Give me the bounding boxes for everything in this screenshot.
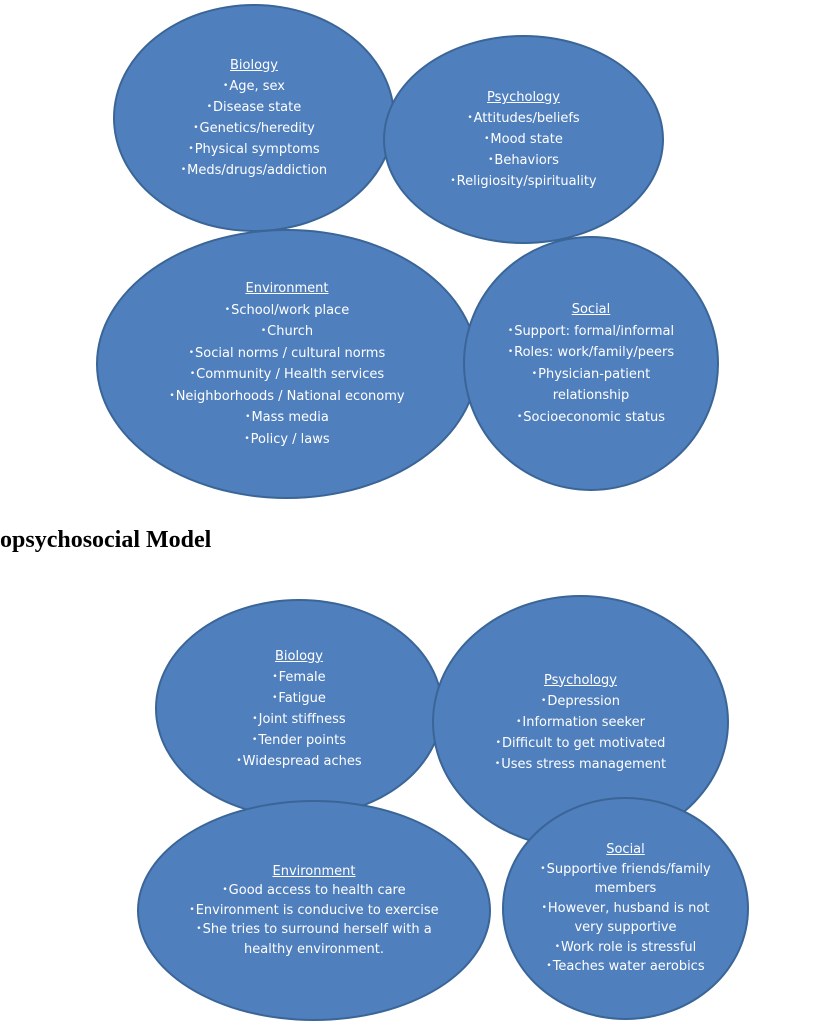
social-heading: Social [571,302,611,317]
psychology-item: Uses stress management [471,754,691,775]
biology-item: Disease state [154,97,354,118]
biology-item: Meds/drugs/addiction [154,160,354,181]
social-ellipse: Social Supportive friends/family members… [502,797,749,1020]
biology-heading: Biology [230,58,278,73]
psychology-ellipse: Psychology Attitudes/beliefs Mood state … [383,35,664,244]
environment-item: School/work place [163,300,411,322]
environment-item: Policy / laws [163,429,411,451]
biology-item: Tender points [204,730,394,751]
biology-item: Physical symptoms [154,139,354,160]
social-item: Teaches water aerobics [530,957,722,977]
psychology-item: Depression [471,691,691,712]
social-item: Support: formal/informal [503,321,679,343]
biology-item: Genetics/heredity [154,118,354,139]
social-item: Physician-patient relationship [503,364,679,407]
environment-item: Environment is conducive to exercise [183,901,445,921]
psychology-item: Information seeker [471,712,691,733]
social-item: However, husband is not very supportive [530,899,722,938]
social-item: Supportive friends/family members [530,860,722,899]
environment-item: She tries to surround herself with a hea… [183,920,445,959]
biology-ellipse: Biology Age, sex Disease state Genetics/… [113,4,395,232]
environment-item: Mass media [163,407,411,429]
psychology-heading: Psychology [544,672,617,688]
environment-item: Community / Health services [163,364,411,386]
social-ellipse: Social Support: formal/informal Roles: w… [463,236,719,491]
environment-item: Social norms / cultural norms [163,343,411,365]
environment-item: Church [163,321,411,343]
psychology-item: Attitudes/beliefs [424,108,624,129]
biology-item: Fatigue [204,688,394,709]
psychology-item: Mood state [424,129,624,150]
psychology-item: Difficult to get motivated [471,733,691,754]
environment-heading: Environment [272,863,356,879]
social-item: Work role is stressful [530,938,722,958]
psychology-item: Religiosity/spirituality [424,171,624,192]
biology-item: Widespread aches [204,751,394,772]
psychology-heading: Psychology [487,90,560,105]
social-item: Roles: work/family/peers [503,342,679,364]
social-heading: Social [606,842,645,858]
page-title: opsychosocial Model [0,527,212,553]
environment-item: Good access to health care [183,881,445,901]
environment-heading: Environment [245,281,329,296]
environment-ellipse: Environment Good access to health care E… [137,800,491,1021]
biology-ellipse: Biology Female Fatigue Joint stiffness T… [155,599,443,818]
social-item: Socioeconomic status [503,407,679,429]
environment-ellipse: Environment School/work place Church Soc… [96,229,478,499]
biology-heading: Biology [275,648,323,664]
psychology-item: Behaviors [424,150,624,171]
biology-item: Female [204,667,394,688]
biology-item: Age, sex [154,76,354,97]
environment-item: Neighborhoods / National economy [163,386,411,408]
biology-item: Joint stiffness [204,709,394,730]
